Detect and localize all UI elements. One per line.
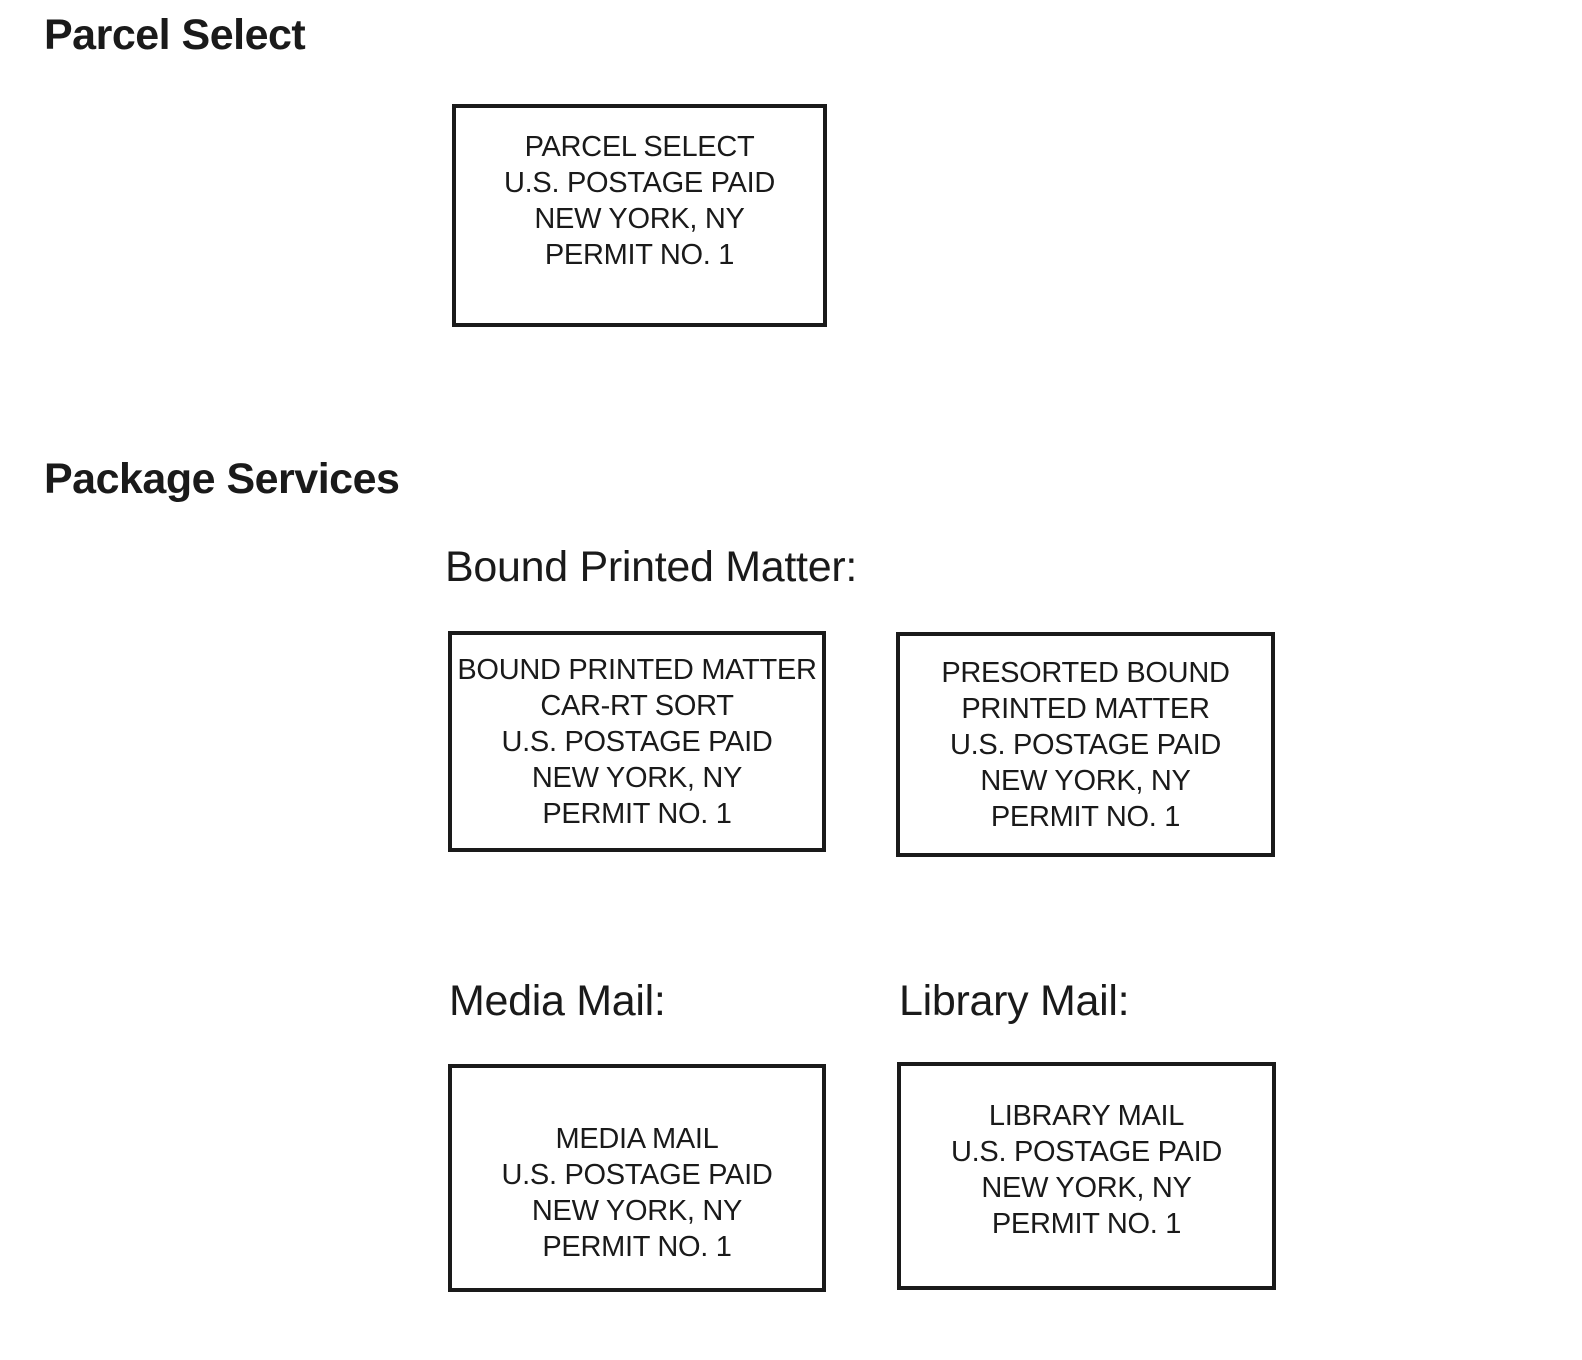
indicium-media-mail: MEDIA MAIL U.S. POSTAGE PAID NEW YORK, N… — [448, 1064, 826, 1292]
indicium-line: PERMIT NO. 1 — [542, 1231, 732, 1263]
indicium-line: MEDIA MAIL — [555, 1123, 719, 1155]
indicium-line: U.S. POSTAGE PAID — [501, 1159, 773, 1191]
sub-label-media-mail: Media Mail: — [449, 977, 666, 1025]
section-heading-package-services: Package Services — [44, 455, 400, 503]
indicium-line: PERMIT NO. 1 — [544, 238, 735, 271]
indicium-bound-printed-matter-carrt: BOUND PRINTED MATTER CAR-RT SORT U.S. PO… — [448, 631, 826, 852]
indicium-line: PERMIT NO. 1 — [542, 797, 732, 830]
indicium-presorted-bound-printed-matter: PRESORTED BOUND PRINTED MATTER U.S. POST… — [896, 632, 1275, 857]
indicium-line: PRINTED MATTER — [961, 692, 1210, 725]
indicium-library-mail: LIBRARY MAIL U.S. POSTAGE PAID NEW YORK,… — [897, 1062, 1276, 1290]
indicium-parcel-select: PARCEL SELECT U.S. POSTAGE PAID NEW YORK… — [452, 104, 827, 327]
indicium-line: CAR-RT SORT — [540, 689, 734, 722]
indicium-line: NEW YORK, NY — [531, 1195, 743, 1227]
indicium-line: U.S. POSTAGE PAID — [950, 728, 1221, 761]
section-heading-parcel-select: Parcel Select — [44, 11, 306, 59]
indicium-line: PERMIT NO. 1 — [990, 800, 1181, 833]
indicium-line: U.S. POSTAGE PAID — [504, 166, 775, 199]
indicium-line: PERMIT NO. 1 — [991, 1208, 1182, 1240]
indicium-line: PARCEL SELECT — [524, 130, 755, 163]
indicium-line: U.S. POSTAGE PAID — [501, 725, 773, 758]
indicium-line: NEW YORK, NY — [534, 202, 745, 235]
indicium-line: NEW YORK, NY — [981, 1172, 1192, 1204]
sub-label-bound-printed-matter: Bound Printed Matter: — [445, 543, 857, 591]
indicium-line: LIBRARY MAIL — [988, 1100, 1185, 1132]
indicium-line: NEW YORK, NY — [980, 764, 1191, 797]
sub-label-library-mail: Library Mail: — [899, 977, 1130, 1025]
indicium-line: U.S. POSTAGE PAID — [951, 1136, 1222, 1168]
indicium-line: BOUND PRINTED MATTER — [457, 653, 817, 686]
indicium-line: NEW YORK, NY — [531, 761, 743, 794]
indicium-line: PRESORTED BOUND — [941, 656, 1230, 689]
